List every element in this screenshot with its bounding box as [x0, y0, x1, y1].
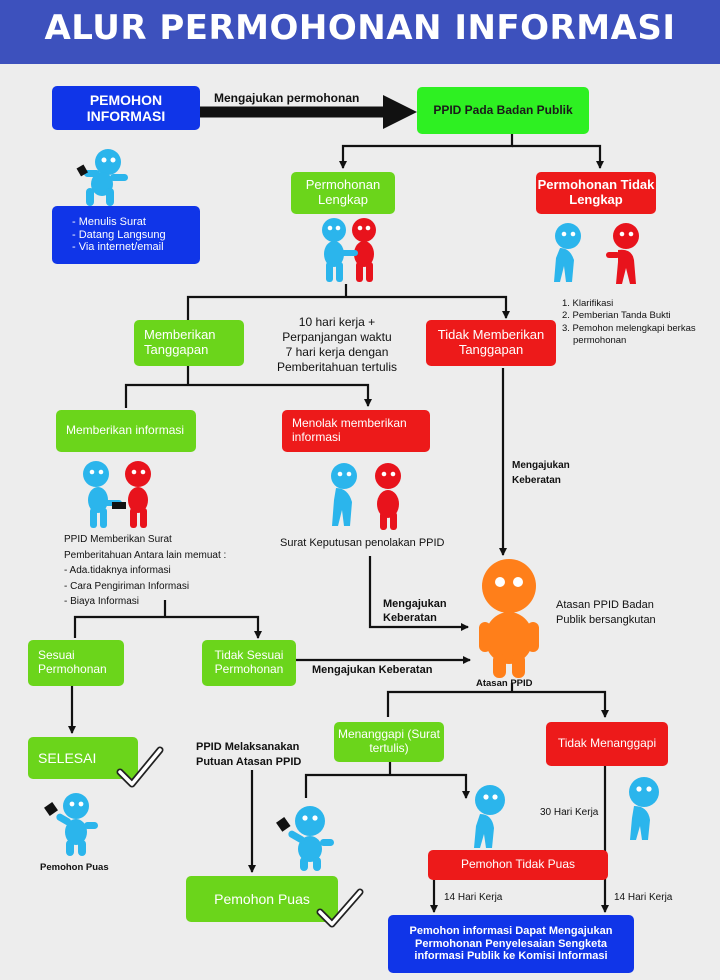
step-item: 3. Pemohon melengkapi berkas — [562, 322, 696, 334]
pemohon-methods-box: - Menulis Surat - Datang Langsung - Via … — [52, 206, 200, 264]
step-item: 1. Klarifikasi — [562, 298, 614, 309]
tidak-sesuai-permohonan-box: Tidak Sesuai Permohonan — [202, 640, 296, 686]
give-document-icon — [83, 461, 151, 528]
hari-kerja-14b-label: 14 Hari Kerja — [614, 892, 673, 903]
sad-figure-icon — [629, 777, 659, 840]
waktu-line: Pemberitahuan tertulis — [276, 360, 398, 374]
waktu-line: 7 hari kerja dengan — [285, 345, 389, 359]
method-item: - Via internet/email — [72, 241, 164, 254]
checkmark-icon — [116, 746, 164, 788]
step-item: 2. Pemberian Tanda Bukti — [562, 310, 671, 322]
mengajukan-keberatan-label-2: Mengajukan Keberatan — [383, 598, 447, 625]
pemohon-puas-label: Pemohon Puas — [40, 862, 109, 873]
tidak-menanggapi-box: Tidak Menanggapi — [546, 722, 668, 766]
hari-kerja-30-label: 30 Hari Kerja — [540, 807, 599, 818]
confused-figures-icon — [554, 223, 639, 284]
tidak-lengkap-steps: 1. Klarifikasi 2. Pemberian Tanda Bukti … — [562, 298, 696, 347]
surat-line: Pemberitahuan Antara lain memuat : — [64, 549, 227, 561]
mengajukan-permohonan-label: Mengajukan permohonan — [214, 91, 360, 105]
title-bar — [0, 0, 720, 64]
memberikan-informasi-box: Memberikan informasi — [56, 410, 196, 452]
surat-pemberitahuan: PPID Memberikan Surat Pemberitahuan Anta… — [64, 532, 226, 610]
surat-line: PPID Memberikan Surat — [64, 534, 172, 545]
waktu-line: 10 hari kerja + — [298, 315, 376, 329]
waktu-note: 10 hari kerja + Perpanjangan waktu 7 har… — [262, 315, 412, 375]
mengajukan-keberatan-label-3: Mengajukan Keberatan — [312, 664, 433, 676]
waktu-line: Perpanjangan waktu — [282, 330, 392, 344]
pemohon-puas-box: Pemohon Puas — [186, 876, 338, 922]
atasan-ppid-icon — [479, 559, 539, 678]
pemohon-tidak-puas-box: Pemohon Tidak Puas — [428, 850, 608, 880]
memberikan-tanggapan-box: Memberikan Tanggapan — [134, 320, 244, 366]
hari-kerja-14a-label: 14 Hari Kerja — [444, 892, 503, 903]
ppid-melaksanakan-label: PPID Melaksanakan Putuan Atasan PPID — [196, 741, 302, 768]
menolak-box: Menolak memberikan informasi — [282, 410, 430, 452]
sesuai-permohonan-box: Sesuai Permohonan — [28, 640, 124, 686]
komisi-informasi-box: Pemohon informasi Dapat Mengajukan Permo… — [388, 915, 634, 973]
handshake-icon — [322, 218, 376, 282]
ppid-badan-publik-box: PPID Pada Badan Publik — [417, 87, 589, 134]
surat-line: - Biaya Informasi — [64, 596, 140, 607]
surat-keputusan-label: Surat Keputusan penolakan PPID — [280, 537, 445, 549]
step-item: permohonan — [573, 335, 627, 347]
method-item: - Menulis Surat — [72, 216, 146, 229]
happy-figure-icon — [276, 806, 334, 871]
pemohon-informasi-box: PEMOHON INFORMASI — [52, 86, 200, 130]
permohonan-tidak-lengkap-box: Permohonan Tidak Lengkap — [536, 172, 656, 214]
menanggapi-box: Menanggapi (Surat tertulis) — [334, 722, 444, 762]
mengajukan-keberatan-label-1: Mengajukan Keberatan — [512, 460, 570, 486]
atasan-ppid-desc: Atasan PPID Badan Publik bersangkutan — [556, 599, 656, 627]
thinking-figure-icon — [474, 785, 505, 848]
surat-line: - Ada.tidaknya informasi — [64, 565, 171, 576]
page-title: ALUR PERMOHONAN INFORMASI — [44, 8, 676, 48]
happy-pemohon-icon — [44, 793, 98, 856]
pemohon-running-icon — [76, 149, 128, 206]
surat-line: - Cara Pengiriman Informasi — [64, 580, 190, 592]
atasan-ppid-label: Atasan PPID — [476, 678, 533, 689]
method-item: - Datang Langsung — [72, 228, 166, 241]
tidak-memberikan-tanggapan-box: Tidak Memberikan Tanggapan — [426, 320, 556, 366]
refuse-figures-icon — [331, 463, 401, 530]
checkmark-icon — [316, 888, 364, 928]
permohonan-lengkap-box: Permohonan Lengkap — [291, 172, 395, 214]
